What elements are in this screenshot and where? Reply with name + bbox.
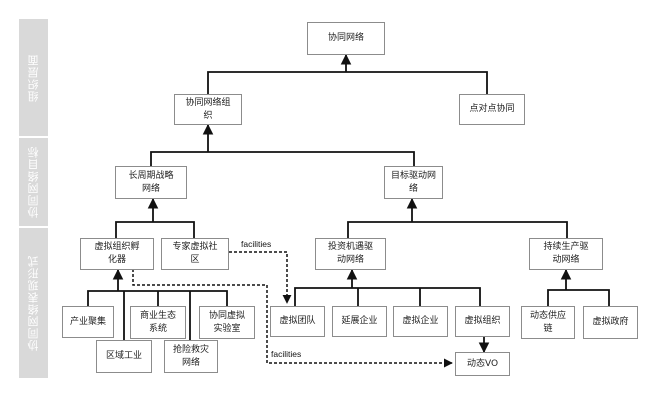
tree-connector: [294, 287, 481, 306]
node-disaster-rescue: 抢险救灾 网络: [164, 340, 218, 373]
node-regional-industry: 区域工业: [96, 340, 152, 373]
node-virtual-enterprise: 虚拟企业: [393, 306, 448, 337]
tree-connector: [150, 151, 415, 166]
node-expert-community: 专家虚拟社 区: [161, 238, 229, 270]
node-industry-cluster: 产业聚集: [62, 306, 114, 338]
node-opportunity-driven: 投资机遇驱 动网络: [315, 238, 386, 270]
node-point-to-point: 点对点协同: [459, 94, 525, 125]
node-goal-driven: 目标驱动网 络: [384, 166, 443, 199]
node-collaborative-network: 协同网络: [307, 22, 385, 55]
node-dynamic-vo: 动态VO: [455, 352, 510, 376]
band-organization-level: 组织层面: [19, 19, 48, 136]
node-virtual-organization: 虚拟组织: [455, 306, 510, 337]
node-dynamic-supply-chain: 动态供应 链: [521, 306, 575, 339]
node-long-term-strategic: 长周期战略 网络: [115, 166, 187, 199]
facilities-dashed-connector: [229, 251, 292, 304]
node-virtual-team: 虚拟团队: [270, 306, 325, 337]
tree-connector: [207, 71, 488, 94]
node-vo-incubator: 虚拟组织孵 化器: [80, 238, 154, 270]
node-virtual-government: 虚拟政府: [583, 306, 638, 339]
band-network-form: 协同网络表现形式: [19, 228, 48, 378]
node-collaborative-organization: 协同网络组 织: [174, 94, 242, 125]
node-business-ecosystem: 商业生态 系统: [130, 306, 186, 339]
node-extended-enterprise: 延展企业: [332, 306, 387, 337]
node-continuous-production: 持续生产驱 动网络: [529, 238, 603, 270]
tree-connector: [115, 221, 195, 238]
facilities-label: facilities: [271, 349, 302, 359]
node-virtual-lab: 协同虚拟 实验室: [199, 306, 255, 339]
facilities-dashed-connector: [132, 269, 453, 368]
tree-connector: [547, 289, 610, 306]
band-network-goal: 协同网络目标: [19, 138, 48, 226]
tree-connector: [347, 221, 568, 238]
facilities-label: facilities: [241, 239, 272, 249]
